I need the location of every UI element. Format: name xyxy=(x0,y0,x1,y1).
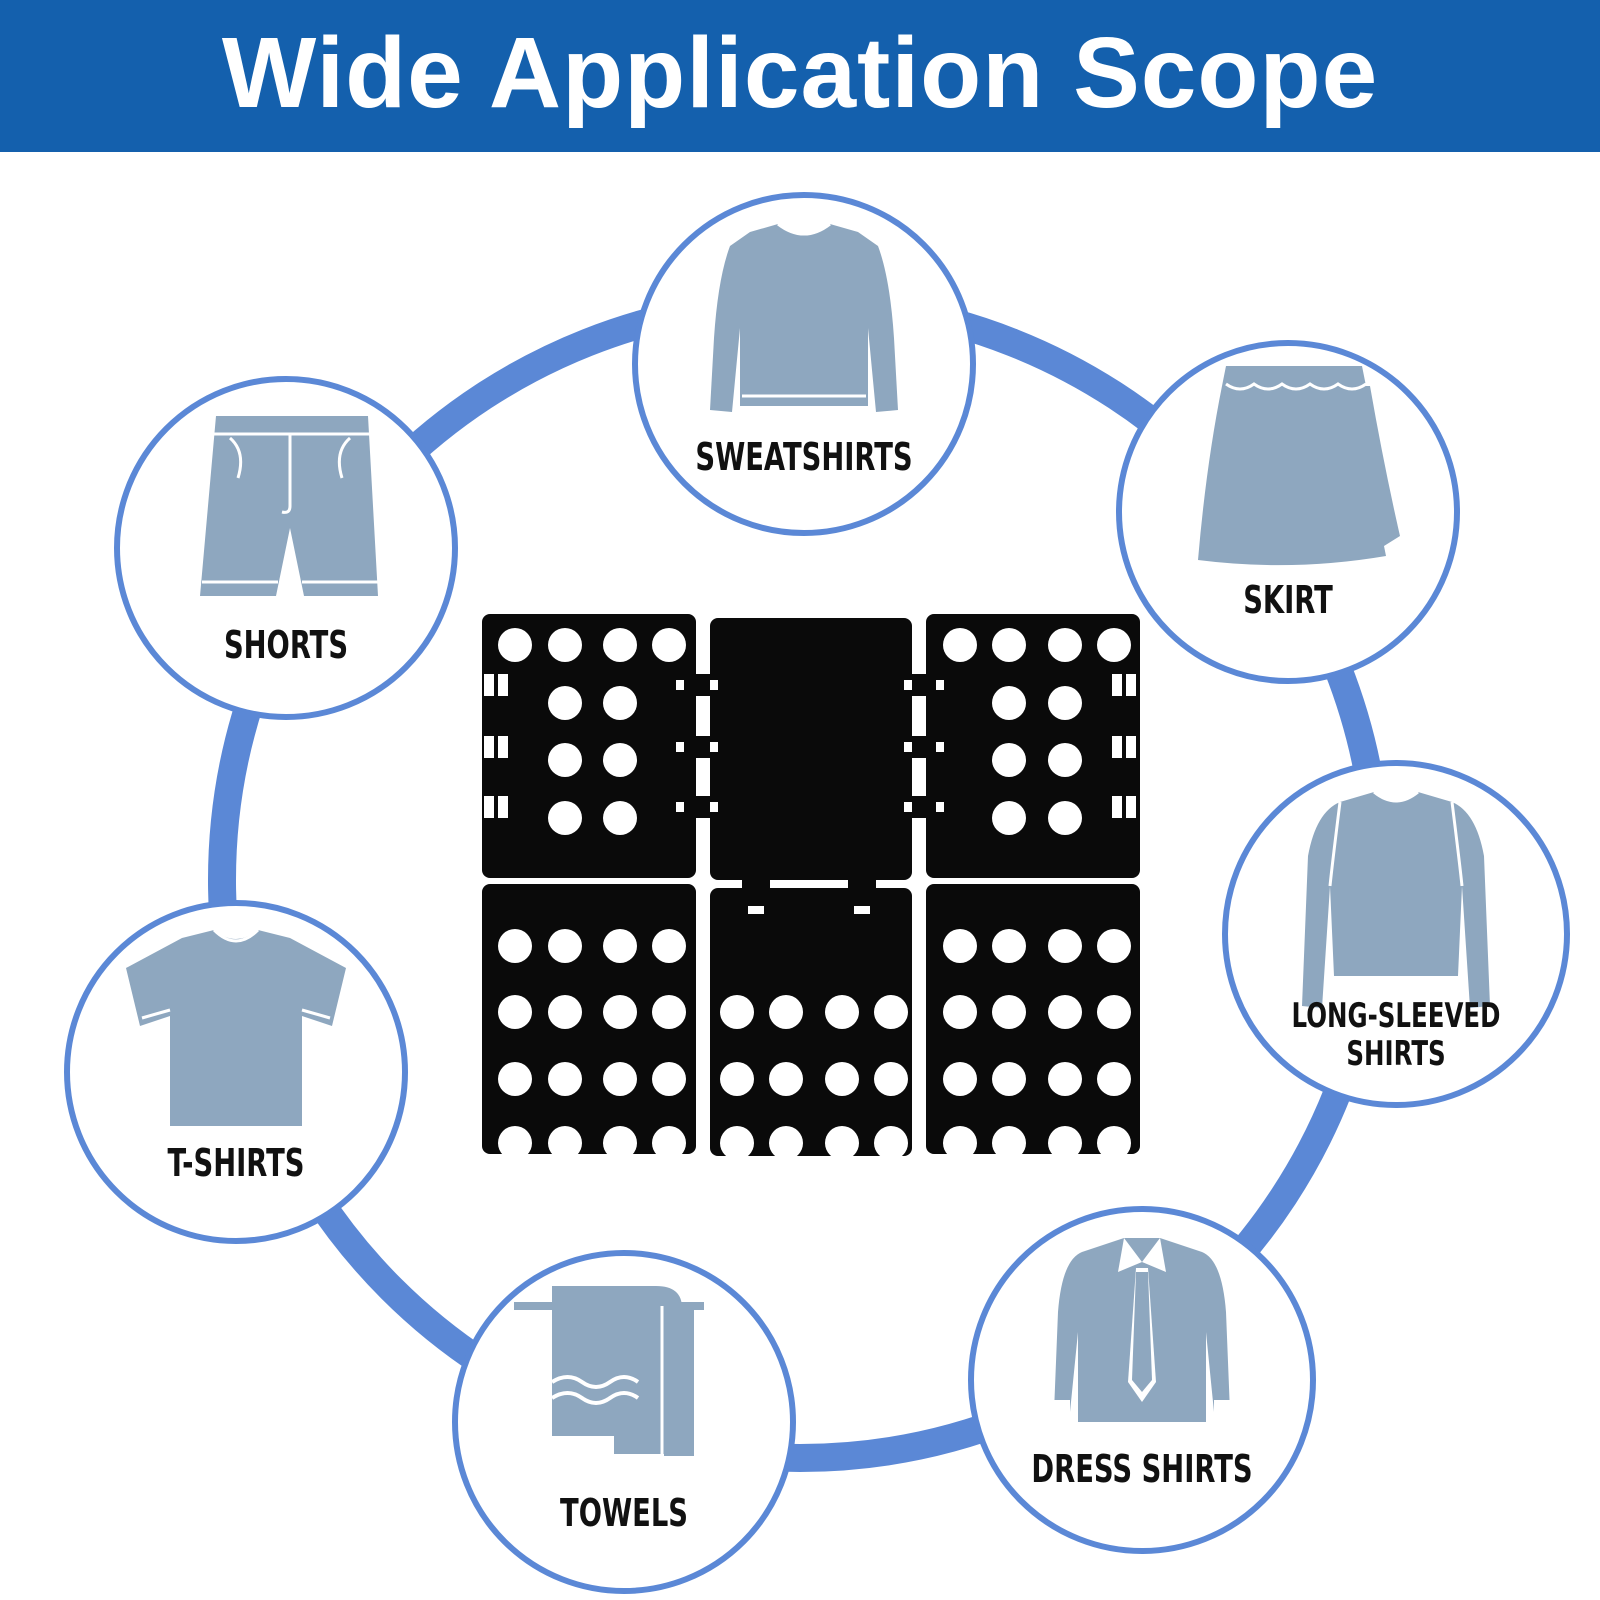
category-label-line1: LONG-SLEEVED xyxy=(1291,996,1501,1036)
category-shorts: SHORTS xyxy=(114,376,458,720)
category-label: TOWELS xyxy=(560,1491,688,1535)
t-shirt-icon xyxy=(126,928,346,1126)
header-banner: Wide Application Scope xyxy=(0,0,1600,152)
shorts-icon xyxy=(200,416,378,596)
category-label: SHORTS xyxy=(223,623,349,667)
category-sweatshirts: SWEATSHIRTS xyxy=(632,192,976,536)
category-label-line2: SHIRTS xyxy=(1346,1034,1446,1074)
long-sleeved-shirt-icon xyxy=(1302,790,1490,1008)
dress-shirt-icon xyxy=(1054,1238,1230,1422)
category-label: T-SHIRTS xyxy=(167,1141,305,1185)
category-t-shirts: T-SHIRTS xyxy=(64,900,408,1244)
folding-board-image xyxy=(482,614,1140,1160)
sweatshirt-icon xyxy=(710,222,898,412)
category-label: SKIRT xyxy=(1243,578,1333,622)
folding-board-hinge-slots xyxy=(484,674,1136,914)
category-label: DRESS SHIRTS xyxy=(1031,1447,1253,1491)
category-long-sleeved-shirts: LONG-SLEEVED SHIRTS xyxy=(1222,760,1570,1108)
folding-board-holes xyxy=(498,628,1131,1160)
category-skirt: SKIRT xyxy=(1116,340,1460,684)
towel-icon xyxy=(514,1286,704,1460)
category-dress-shirts: DRESS SHIRTS xyxy=(968,1206,1316,1554)
skirt-icon xyxy=(1198,366,1400,566)
category-towels: TOWELS xyxy=(452,1250,796,1594)
banner-title: Wide Application Scope xyxy=(221,17,1379,129)
category-label: SWEATSHIRTS xyxy=(695,435,913,479)
